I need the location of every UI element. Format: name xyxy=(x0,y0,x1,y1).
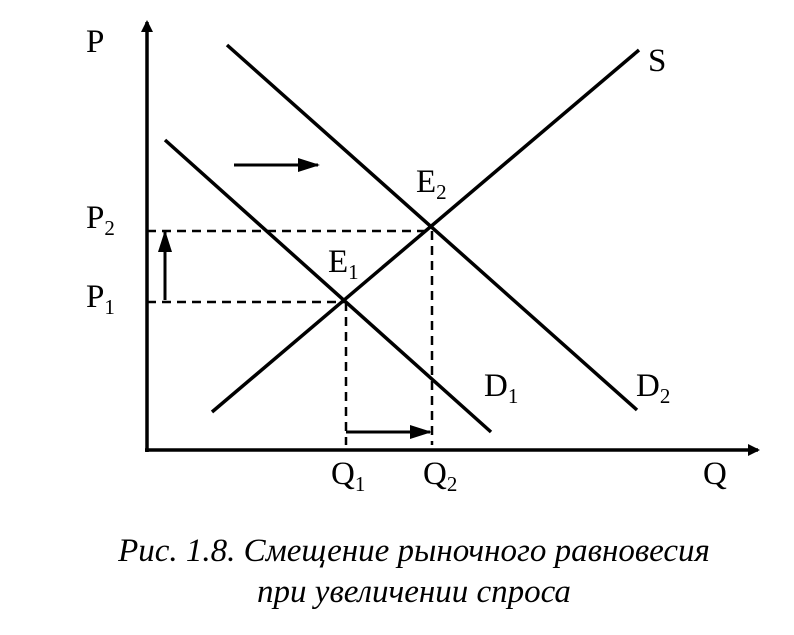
price-1-label-base: P xyxy=(86,279,104,315)
quantity-2-label-base: Q xyxy=(423,456,447,492)
x-axis-label: Q xyxy=(703,456,727,492)
quantity-2-label: Q2 xyxy=(423,456,457,496)
equilibrium-2-label: E2 xyxy=(416,164,447,204)
price-2-label-sub: 2 xyxy=(104,216,115,240)
price-1-label: P1 xyxy=(86,279,115,319)
demand-1-label-sub: 1 xyxy=(508,384,519,408)
demand-1-label: D1 xyxy=(484,368,518,408)
price-2-label-base: P xyxy=(86,200,104,236)
demand-2-label-base: D xyxy=(636,368,660,404)
price-2-label: P2 xyxy=(86,200,115,240)
equilibrium-2-label-base: E xyxy=(416,164,436,200)
quantity-1-label-base: Q xyxy=(331,456,355,492)
quantity-1-label-sub: 1 xyxy=(355,472,366,496)
equilibrium-1-label-base: E xyxy=(328,244,348,280)
demand-1-label-base: D xyxy=(484,368,508,404)
equilibrium-1-label: E1 xyxy=(328,244,359,284)
demand-2-label-sub: 2 xyxy=(660,384,671,408)
equilibrium-2-label-sub: 2 xyxy=(436,180,447,204)
equilibrium-1-label-sub: 1 xyxy=(348,260,359,284)
demand-curve-1 xyxy=(163,138,493,434)
quantity-1-label: Q1 xyxy=(331,456,365,496)
supply-curve-label: S xyxy=(648,43,666,79)
price-1-label-sub: 1 xyxy=(104,295,115,319)
y-axis-label: P xyxy=(86,24,104,60)
demand-curve-2 xyxy=(225,43,639,412)
quantity-2-label-sub: 2 xyxy=(447,472,458,496)
caption-line-2: при увеличении спроса xyxy=(257,574,571,610)
demand-2-label: D2 xyxy=(636,368,670,408)
caption-line-1: Рис. 1.8. Смещение рыночного равновесия xyxy=(118,533,710,569)
